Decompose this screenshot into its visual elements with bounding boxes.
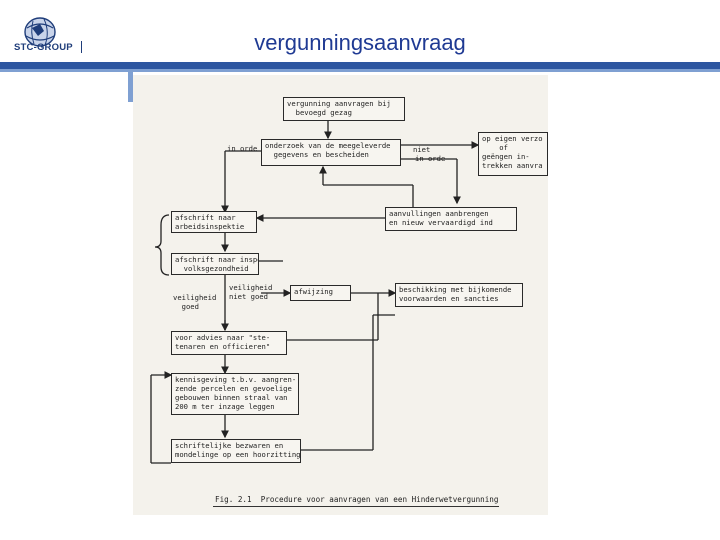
scanned-flowchart: vergunning aanvragen bij bevoegd gezag o…	[133, 75, 548, 515]
stc-globe-logo	[24, 17, 56, 47]
box-kennisgeving: kennisgeving t.b.v. aangren- zende perce…	[171, 373, 299, 415]
page-title: vergunningsaanvraag	[254, 30, 466, 55]
flowchart-connectors	[150, 121, 480, 464]
label-in-orde-right: in orde	[415, 154, 446, 163]
label-niet: niet	[413, 145, 431, 154]
box-eigen-verzoek: op eigen verzo of geëngen in- trekken aa…	[478, 132, 548, 176]
box-bezwaren: schriftelijke bezwaren en mondelinge op …	[171, 439, 301, 463]
figure-caption: Fig. 2.1 Procedure voor aanvragen van ee…	[215, 495, 499, 504]
box-aanvullingen: aanvullingen aanbrengen en nieuw vervaar…	[385, 207, 517, 231]
panel-edge	[128, 72, 133, 102]
label-veiligheid-goed: veiligheid goed	[173, 293, 217, 311]
label-in-orde-left: in orde	[227, 144, 258, 153]
header-band	[0, 62, 720, 69]
box-vergunning-aanvragen: vergunning aanvragen bij bevoegd gezag	[283, 97, 405, 121]
header-band-light	[0, 69, 720, 72]
box-beschikking: beschikking met bijkomende voorwaarden e…	[395, 283, 523, 307]
box-advies: voor advies naar "ste- tenaren en offici…	[171, 331, 287, 355]
logo-text: STC-GROUP	[14, 42, 73, 53]
box-afschrift-inspektie: afschrift naar inspektie volksgezondheid	[171, 253, 259, 275]
label-veiligheid-niet-goed: veiligheid niet goed	[229, 283, 273, 301]
caption-underline	[213, 506, 499, 507]
box-afschrift-arbeidsinspektie: afschrift naar arbeidsinspektie	[171, 211, 257, 233]
box-onderzoek-gegevens: onderzoek van de meegeleverde gegevens e…	[261, 139, 401, 166]
logo-divider	[81, 41, 82, 53]
box-afwijzing: afwijzing	[290, 285, 351, 301]
